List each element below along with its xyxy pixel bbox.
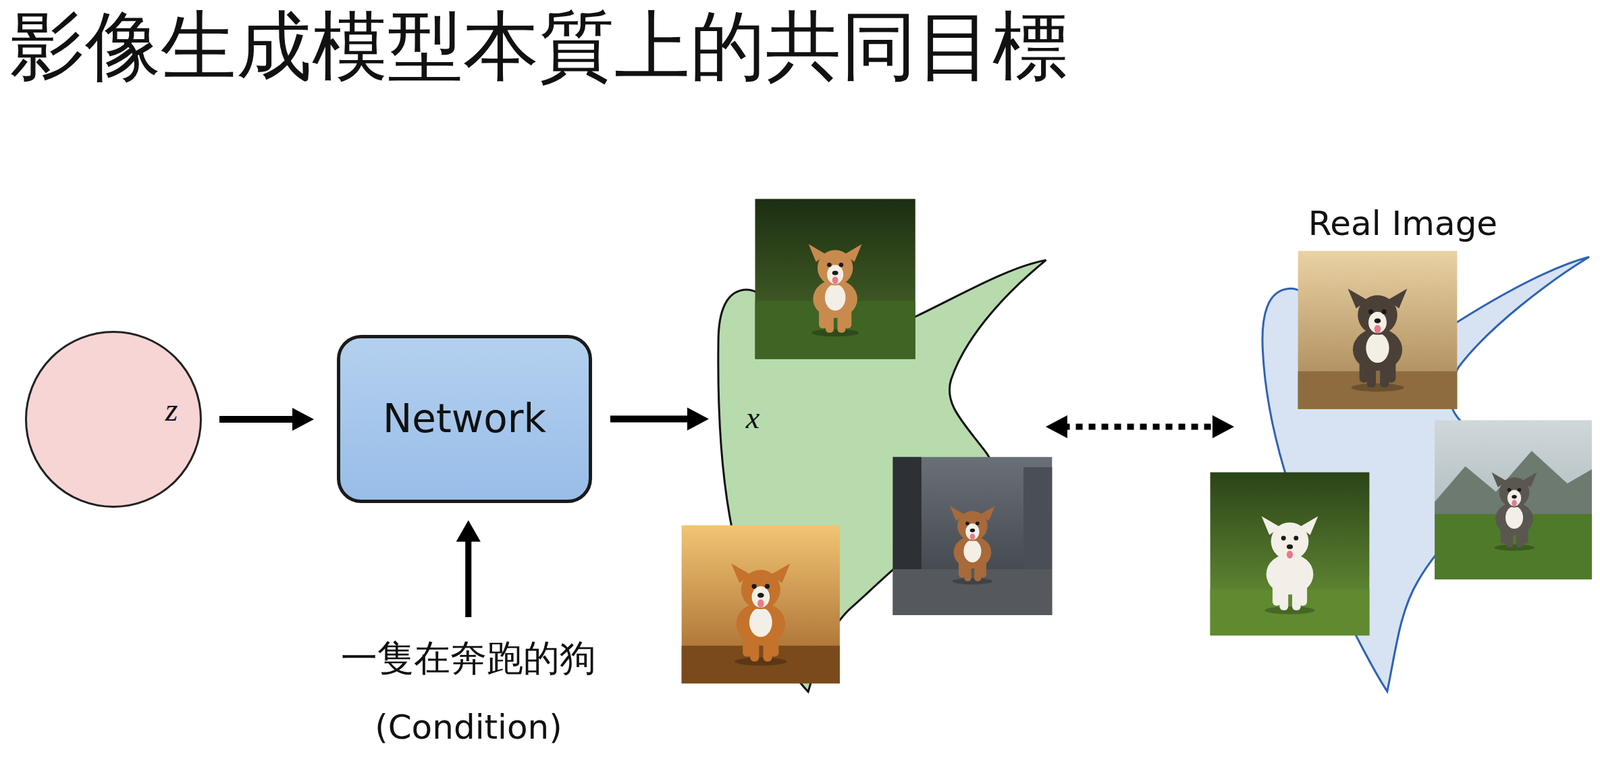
node-label: x — [745, 401, 760, 436]
title-holder: 影像生成模型本質上的共同目標 — [9, 2, 1069, 90]
arrow-head — [687, 407, 709, 431]
distribution-shape — [718, 259, 1047, 692]
arrow-head — [1045, 415, 1068, 439]
generated-dog-photo — [681, 525, 840, 684]
generated-dog-photo — [754, 199, 915, 360]
arrow-head — [292, 407, 314, 431]
condition-arrow — [456, 519, 481, 618]
latent-circle: z — [24, 330, 202, 508]
distribution-shape — [1262, 257, 1590, 692]
flow-arrow — [610, 407, 709, 431]
dashed-double-arrow — [1045, 415, 1235, 439]
node-label: z — [165, 392, 179, 429]
network-box: Network — [336, 334, 593, 503]
arrow-head — [1212, 415, 1235, 439]
node-label: Real Image — [1308, 204, 1498, 244]
connector-line — [219, 415, 297, 423]
generated-dog-photo — [893, 457, 1053, 616]
real-dog-photo — [1210, 471, 1370, 636]
connector-line — [1063, 423, 1218, 431]
condition-text: (Condition) — [374, 706, 563, 748]
real-dog-photo — [1434, 419, 1592, 580]
condition-holder: 一隻在奔跑的狗 (Condition) — [299, 636, 638, 748]
real-dog-photo — [1298, 251, 1458, 410]
node-label: Network — [382, 395, 547, 443]
slide-title: 影像生成模型本質上的共同目標 — [9, 2, 1069, 90]
flow-arrow — [219, 407, 314, 431]
connector-line — [610, 415, 692, 423]
condition-text: 一隻在奔跑的狗 — [340, 636, 597, 680]
